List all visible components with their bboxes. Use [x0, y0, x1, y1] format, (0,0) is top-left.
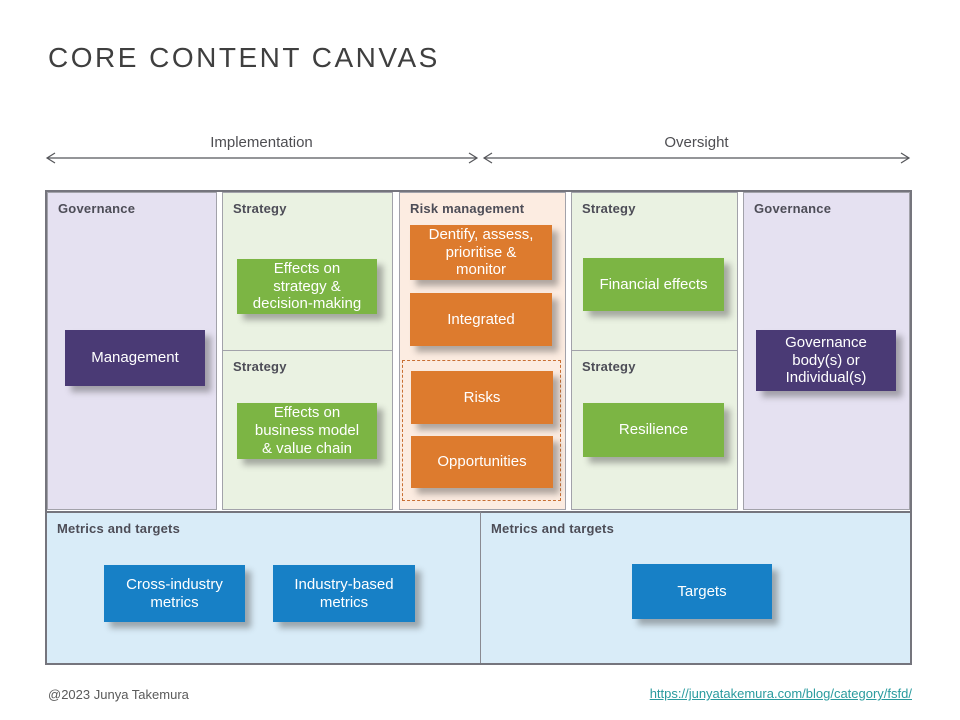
cell-header: Metrics and targets	[57, 521, 181, 536]
box-integrated: Integrated	[410, 293, 552, 346]
box-effects-strategy-decision-making: Effects on strategy & decision-making	[237, 259, 377, 314]
page-title: CORE CONTENT CANVAS	[48, 42, 440, 73]
box-risks: Risks	[411, 371, 553, 424]
oversight-axis-label: Oversight	[664, 134, 729, 151]
box-targets: Targets	[632, 564, 772, 619]
box-financial-effects: Financial effects	[583, 258, 724, 311]
risks-opportunities-dashed-group	[402, 360, 561, 501]
cell-header: Governance	[58, 201, 136, 216]
cell-header: Strategy	[582, 201, 636, 216]
box-opportunities: Opportunities	[411, 436, 553, 488]
double-arrow-icon	[45, 152, 911, 164]
box-resilience: Resilience	[583, 403, 724, 457]
cell-header: Risk management	[410, 201, 525, 216]
box-management: Management	[65, 330, 205, 386]
copyright-credit: @2023 Junya Takemura	[48, 687, 189, 702]
box-identify-assess-prioritise-monitor: Dentify, assess, prioritise & monitor	[410, 225, 552, 280]
blog-category-link[interactable]: https://junyatakemura.com/blog/category/…	[649, 686, 912, 701]
box-governance-body-or-individuals: Governance body(s) or Individual(s)	[756, 330, 896, 391]
cell-header: Strategy	[582, 359, 636, 374]
box-cross-industry-metrics: Cross-industry metrics	[104, 565, 245, 622]
box-effects-business-model-value-chain: Effects on business model & value chain	[237, 403, 377, 459]
cell-header: Governance	[754, 201, 832, 216]
cell-header: Metrics and targets	[491, 521, 615, 536]
implementation-axis-label: Implementation	[210, 134, 313, 151]
cell-header: Strategy	[233, 201, 287, 216]
box-industry-based-metrics: Industry-based metrics	[273, 565, 415, 622]
cell-header: Strategy	[233, 359, 287, 374]
